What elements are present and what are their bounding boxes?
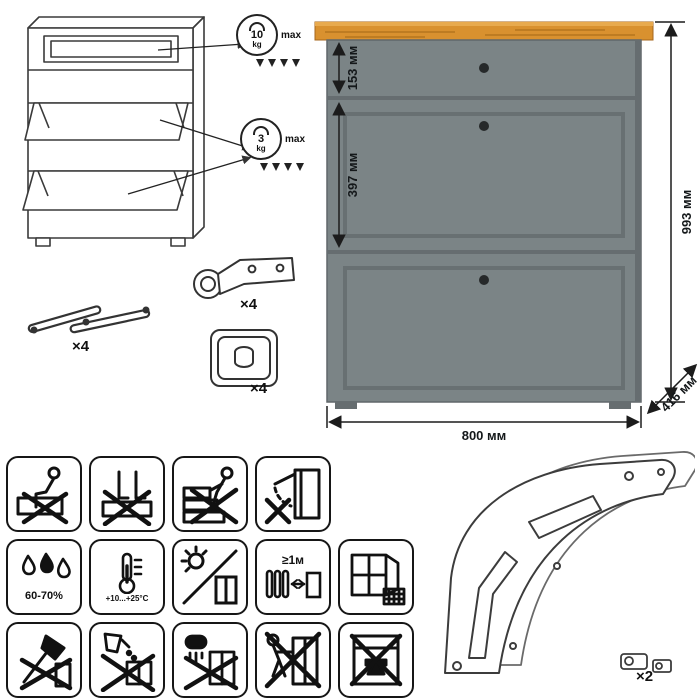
pictogram-no-heavy-overload bbox=[338, 622, 414, 698]
cabinet-body bbox=[326, 39, 642, 409]
knob-bottom-flap bbox=[479, 275, 489, 285]
side-panel-quantity: ×2 bbox=[636, 668, 654, 685]
wireframe-cabinet-drawing bbox=[22, 16, 295, 387]
dim-width: 800 мм bbox=[462, 428, 507, 443]
kettlebell-handle bbox=[249, 21, 265, 31]
pictogram-no-sitting bbox=[6, 456, 82, 532]
pictogram-temperature-range: +10...+25°C bbox=[89, 539, 165, 615]
pictogram-no-spilling-liquids bbox=[89, 622, 165, 698]
pictogram-no-standing bbox=[89, 456, 165, 532]
person-moving-cabinet-icon bbox=[264, 631, 322, 689]
pictogram-no-moving-loaded bbox=[255, 622, 331, 698]
dim-total-height: 993 мм bbox=[679, 190, 694, 235]
temperature-value: +10...+25°C bbox=[105, 593, 149, 603]
axe-icon bbox=[19, 634, 73, 691]
load-limit-badge-flap: 3 kg max bbox=[240, 118, 305, 173]
pictogram-no-climbing-drawers bbox=[172, 456, 248, 532]
knob-top-drawer bbox=[479, 63, 489, 73]
side-panel-parts-drawing bbox=[444, 451, 695, 674]
pictogram-no-sharp-tools bbox=[6, 622, 82, 698]
load-unit: kg bbox=[256, 143, 266, 153]
pictogram-humidity-range: 60-70% bbox=[6, 539, 82, 615]
load-limit-badge-drawer: 10 kg max bbox=[236, 14, 301, 69]
heater-distance-icon bbox=[265, 569, 322, 598]
pictogram-avoid-direct-sunlight bbox=[172, 539, 248, 615]
no-sitting-icon bbox=[16, 466, 69, 525]
thermometer-icon bbox=[118, 552, 143, 594]
stay-quantity: ×4 bbox=[72, 338, 90, 355]
panel-fittings-icon bbox=[620, 653, 672, 673]
knob-middle-flap bbox=[479, 121, 489, 131]
load-value: 3 bbox=[257, 132, 265, 145]
foot-icon bbox=[210, 329, 278, 387]
cabinet-render: 153 мм 397 мм 993 мм 800 мм 416 мм bbox=[314, 21, 700, 443]
min-distance-value: ≥1м bbox=[281, 552, 305, 567]
down-arrows-icon bbox=[259, 163, 304, 171]
no-climbing-drawers-icon bbox=[182, 466, 239, 525]
hinge-icon bbox=[193, 257, 295, 299]
dim-top-drawer: 153 мм bbox=[345, 46, 360, 91]
load-unit: kg bbox=[252, 39, 262, 49]
max-label: max bbox=[281, 29, 302, 41]
down-arrows-icon bbox=[255, 59, 300, 67]
pictogram-min-distance-from-heater: ≥1м bbox=[255, 539, 331, 615]
no-hanging-on-door-icon bbox=[264, 468, 321, 525]
pictogram-ventilated-room bbox=[338, 539, 414, 615]
foot-quantity: ×4 bbox=[250, 380, 268, 397]
humidity-value: 60-70% bbox=[25, 590, 63, 602]
lid-stay-icon bbox=[27, 305, 151, 334]
window-ventilation-icon bbox=[350, 553, 406, 606]
hinge-quantity: ×4 bbox=[240, 296, 258, 313]
spilling-glass-icon bbox=[100, 632, 156, 692]
wet-sponge-icon bbox=[183, 634, 239, 691]
max-label: max bbox=[285, 133, 306, 145]
no-standing-icon bbox=[101, 470, 153, 526]
kettlebell-icon: 3 kg bbox=[240, 118, 282, 160]
anvil-in-cabinet-icon bbox=[349, 633, 403, 687]
dim-middle-flap: 397 мм bbox=[345, 153, 360, 198]
kettlebell-handle bbox=[253, 125, 269, 135]
sunlight-wardrobe-icon bbox=[180, 545, 238, 605]
dim-depth: 416 мм bbox=[658, 373, 700, 415]
water-drops-icon bbox=[21, 552, 71, 579]
pictogram-no-hanging-on-door bbox=[255, 456, 331, 532]
dimension-lines bbox=[326, 21, 698, 429]
kettlebell-icon: 10 kg bbox=[236, 14, 278, 56]
pictogram-no-wet-cleaning bbox=[172, 622, 248, 698]
load-value: 10 bbox=[250, 28, 264, 41]
wood-top bbox=[314, 21, 654, 41]
